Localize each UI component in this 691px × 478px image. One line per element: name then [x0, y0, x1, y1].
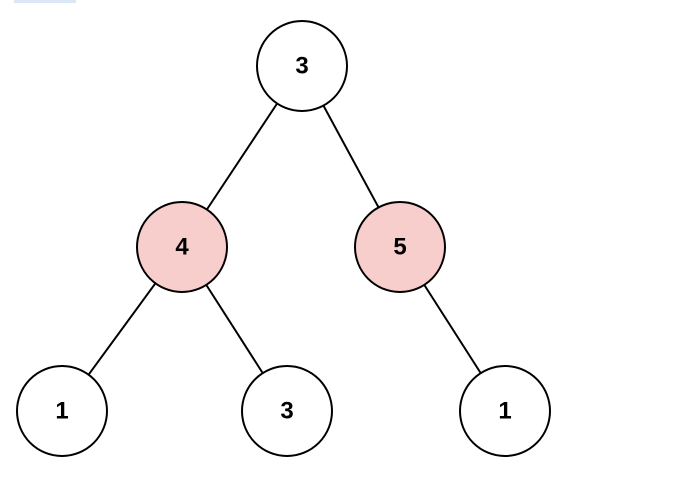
edge-right-to-right-right	[423, 284, 482, 374]
node-value: 3	[280, 397, 293, 424]
tree-node-left-left: 1	[16, 365, 108, 457]
node-circle	[136, 201, 228, 293]
edge-root-to-right	[322, 105, 380, 208]
node-value: 5	[393, 233, 406, 260]
node-circle	[16, 365, 108, 457]
edge-left-to-left-right	[205, 284, 264, 374]
tree-node-right-right: 1	[459, 365, 551, 457]
tree-node-left-right: 3	[241, 365, 333, 457]
nodes-layer: 3 4 5 1 3 1	[16, 20, 551, 457]
tree-node-left: 4	[136, 201, 228, 293]
tree-node-root: 3	[256, 20, 348, 112]
edge-left-to-left-left	[87, 282, 157, 376]
node-value: 1	[498, 397, 511, 424]
tree-node-right: 5	[354, 201, 446, 293]
node-value: 1	[55, 397, 68, 424]
edges-layer	[87, 102, 482, 376]
edge-root-to-left	[206, 102, 278, 211]
node-circle	[241, 365, 333, 457]
node-value: 3	[295, 52, 308, 79]
node-circle	[459, 365, 551, 457]
selection-mark	[14, 0, 76, 3]
node-circle	[256, 20, 348, 112]
node-value: 4	[175, 233, 189, 260]
node-circle	[354, 201, 446, 293]
